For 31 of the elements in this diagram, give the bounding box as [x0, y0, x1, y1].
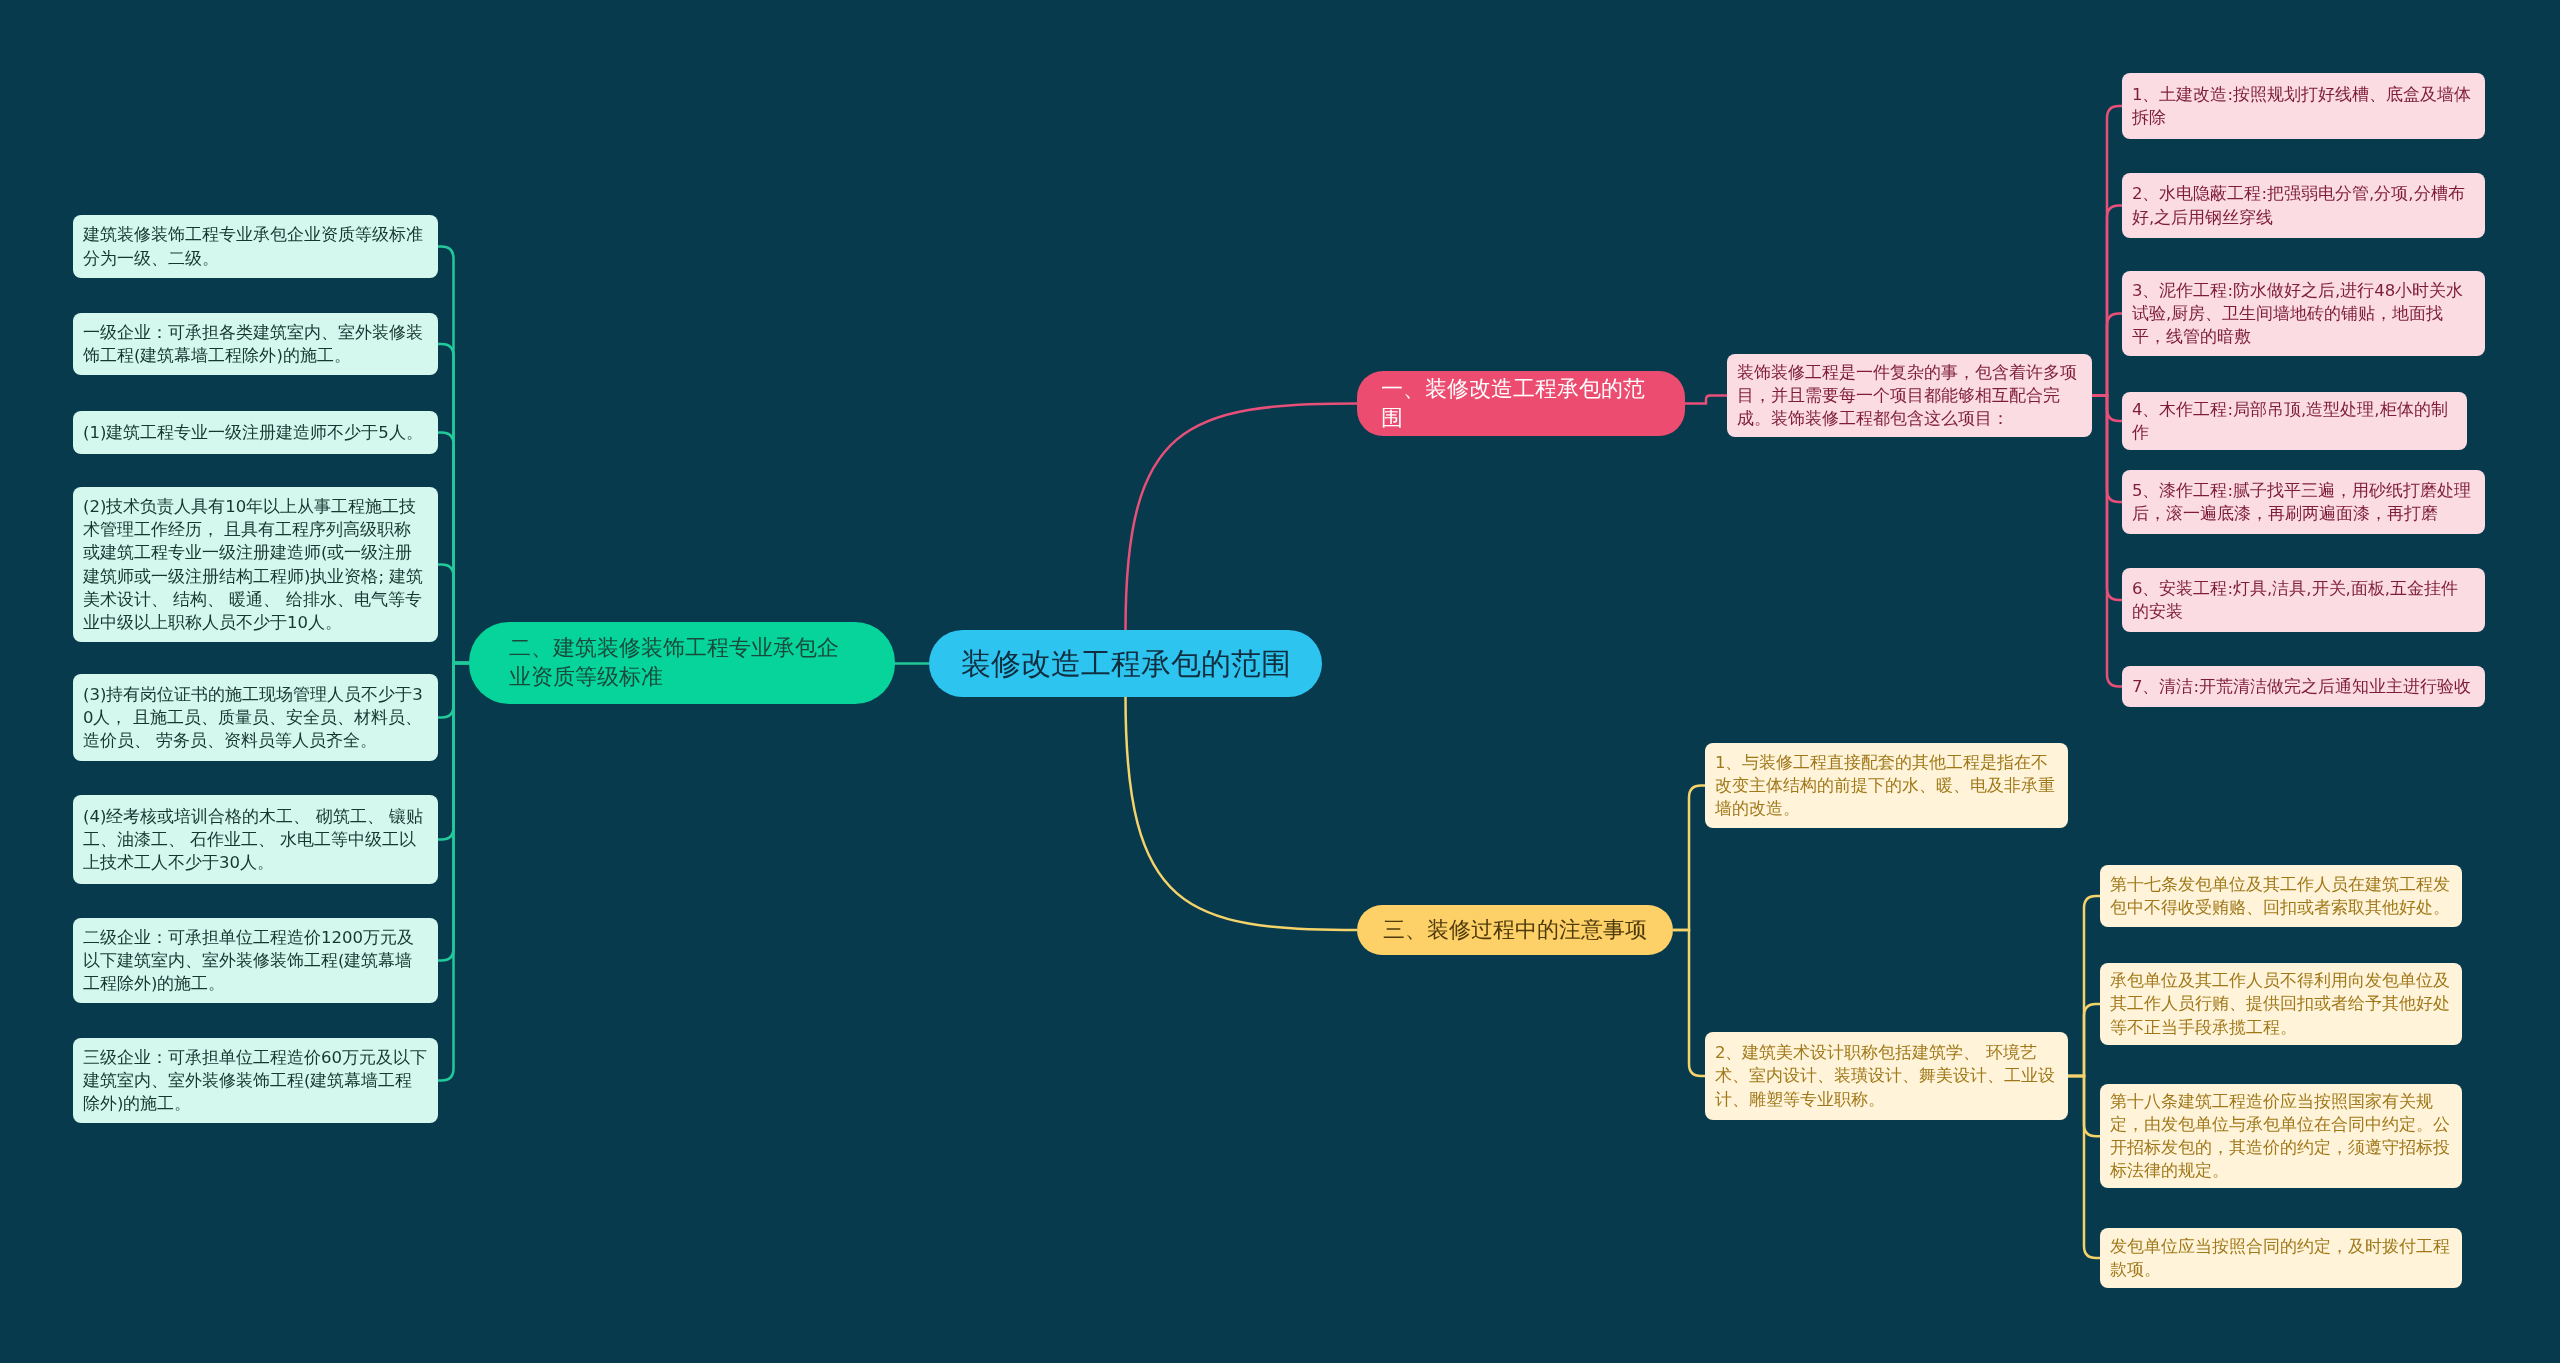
subtopic-card: 3、泥作工程:防水做好之后,进行48小时关水试验,厨房、卫生间墙地砖的铺贴，地面找平，线管的暗敷 [2122, 271, 2485, 356]
subtopic-card: 2、水电隐蔽工程:把强弱电分管,分项,分槽布好,之后用钢丝穿线 [2122, 173, 2485, 238]
subtopic-card: 发包单位应当按照合同的约定，及时拨付工程款项。 [2100, 1228, 2462, 1288]
subtopic-card: 6、安装工程:灯具,洁具,开关,面板,五金挂件的安装 [2122, 568, 2485, 632]
branch-topic: 二、建筑装修装饰工程专业承包企业资质等级标准 [469, 622, 895, 704]
subtopic-card: (1)建筑工程专业一级注册建造师不少于5人。 [73, 411, 438, 454]
subtopic-card: 4、木作工程:局部吊顶,造型处理,柜体的制作 [2122, 392, 2467, 451]
subtopic-card: 1、土建改造:按照规划打好线槽、底盒及墙体拆除 [2122, 73, 2485, 139]
connector-line [1685, 394, 1727, 405]
subtopic-card: 承包单位及其工作人员不得利用向发包单位及其工作人员行贿、提供回扣或者给予其他好处等不正当手段承揽工程。 [2100, 963, 2462, 1045]
branch-topic: 一、装修改造工程承包的范围 [1357, 371, 1685, 437]
connector-line [1124, 696, 1357, 932]
subtopic-card: 1、与装修工程直接配套的其他工程是指在不改变主体结构的前提下的水、暖、电及非承重墙的改造。 [1705, 743, 2068, 828]
root-topic: 装修改造工程承包的范围 [929, 630, 1322, 697]
connector-line [1124, 402, 1357, 631]
subtopic-card: (4)经考核或培训合格的木工、 砌筑工、 镶贴工、油漆工、 石作业工、 水电工等中级工以上技术工人不少于30人。 [73, 795, 438, 884]
subtopic-card: 第十七条发包单位及其工作人员在建筑工程发包中不得收受贿赂、回扣或者索取其他好处。 [2100, 865, 2462, 927]
subtopic-card: 二级企业：可承担单位工程造价1200万元及以下建筑室内、室外装修装饰工程(建筑幕墙工程除外)的施工。 [73, 918, 438, 1003]
branch-topic: 三、装修过程中的注意事项 [1357, 905, 1673, 955]
subtopic-card: 三级企业：可承担单位工程造价60万元及以下建筑室内、室外装修装饰工程(建筑幕墙工程除外)的施工。 [73, 1038, 438, 1123]
subtopic-card: (3)持有岗位证书的施工现场管理人员不少于30人， 且施工员、质量员、安全员、材料员、造价员、 劳务员、资料员等人员齐全。 [73, 674, 438, 761]
connector-line [895, 662, 929, 665]
subtopic-card: 一级企业：可承担各类建筑室内、室外装修装饰工程(建筑幕墙工程除外)的施工。 [73, 313, 438, 375]
subtopic-card: 7、清洁:开荒清洁做完之后通知业主进行验收 [2122, 666, 2485, 707]
subtopic-card: 建筑装修装饰工程专业承包企业资质等级标准分为一级、二级。 [73, 215, 438, 278]
subtopic-card: (2)技术负责人具有10年以上从事工程施工技术管理工作经历， 且具有工程序列高级职称或建筑工程专业一级注册建造师(或一级注册建筑师或一级注册结构工程师)执业资格; 建筑美术设计、 结构、 暖通、 给排水、电气等专业中级以上职称人员不少于10人。 [73, 487, 438, 642]
subtopic-card: 2、建筑美术设计职称包括建筑学、 环境艺术、室内设计、装璜设计、舞美设计、工业设计、雕塑等专业职称。 [1705, 1032, 2068, 1120]
subtopic-card: 第十八条建筑工程造价应当按照国家有关规定，由发包单位与承包单位在合同中约定。公开招标发包的，其造价的约定，须遵守招标投标法律的规定。 [2100, 1084, 2462, 1189]
subtopic-card: 5、漆作工程:腻子找平三遍，用砂纸打磨处理后，滚一遍底漆，再刷两遍面漆，再打磨 [2122, 470, 2485, 534]
subtopic-card: 装饰装修工程是一件复杂的事，包含着许多项目，并且需要每一个项目都能够相互配合完成。装饰装修工程都包含这么项目： [1727, 354, 2092, 437]
connector-line [438, 661, 469, 1082]
